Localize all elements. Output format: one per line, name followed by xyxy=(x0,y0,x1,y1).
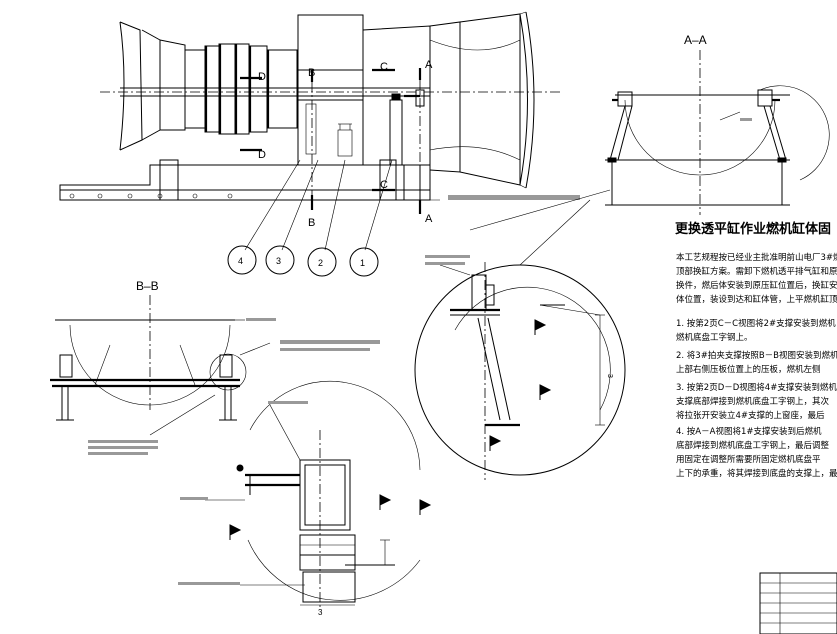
dimension-3: 3 xyxy=(318,608,323,617)
note-line: 用固定在调整所需要所固定燃机底盘平 xyxy=(676,454,821,465)
view-bb: B–B xyxy=(50,279,380,455)
svg-text:1: 1 xyxy=(360,258,365,268)
note-line: 2. 将3#拍夹支撑按照B－B视图安装到燃机 xyxy=(676,350,837,361)
weld-flag xyxy=(489,435,502,451)
weld-flag xyxy=(419,499,432,515)
section-mark-b-top: B xyxy=(308,67,315,79)
detail-d: 3 xyxy=(414,199,626,480)
detail-c: 3 xyxy=(178,380,432,617)
weld-flag xyxy=(379,494,392,510)
svg-text:2: 2 xyxy=(318,258,323,268)
section-mark-c-bottom: C xyxy=(380,179,388,191)
balloon-4 xyxy=(227,245,257,275)
dimension-3-vertical: 3 xyxy=(606,374,613,378)
view-aa: A–A xyxy=(469,33,830,231)
svg-text:4: 4 xyxy=(238,256,243,266)
note-line: 1. 按第2页C－C视图将2#支撑安装到燃机 xyxy=(676,318,836,329)
balloon-2 xyxy=(307,247,337,277)
weld-flag xyxy=(534,319,547,335)
note-line: 上部右侧压板位置上的压板，燃机左侧 xyxy=(676,364,821,375)
weld-flag xyxy=(229,524,242,540)
balloon-3 xyxy=(265,245,295,275)
note-line: 支撑底部焊接到燃机底盘工字钢上，其次 xyxy=(676,396,830,407)
note-line: 3. 按第2页D－D视图将4#支撑安装到燃机 xyxy=(676,382,837,393)
note-line: 顶部换缸方案。需卸下燃机透平排气缸和原排环 xyxy=(676,266,837,277)
drawing-title: 更换透平缸作业燃机缸体固 xyxy=(675,221,831,237)
note-line: 体位置，装设到达和缸体管，上平燃机缸顶起 xyxy=(676,294,837,305)
view-aa-title: A–A xyxy=(684,33,707,47)
part-balloons: 4 3 2 1 xyxy=(227,159,393,277)
note-line: 上下的承重，将其焊接到底盘的支撑上，最后 xyxy=(676,468,837,479)
note-line: 本工艺规程按已经业主批准明前山电厂3#燃机 xyxy=(676,252,837,263)
svg-text:3: 3 xyxy=(276,256,281,266)
note-line: 换件，燃后体安装到原压缸位置后，换缸安装 xyxy=(676,280,837,291)
main-side-view: D D B B C C A A xyxy=(59,11,580,229)
view-bb-title: B–B xyxy=(136,279,159,293)
section-mark-b-bottom: B xyxy=(308,217,315,229)
section-mark-d-top: D xyxy=(258,71,266,83)
section-mark-a-bottom: A xyxy=(425,213,433,225)
annotation-scribble xyxy=(448,195,580,200)
section-mark-d-bottom: D xyxy=(258,149,266,161)
note-line: 将拉张开安装立4#支撑的上窗座，最后 xyxy=(676,410,825,421)
title-block xyxy=(759,572,837,634)
section-mark-a-top: A xyxy=(425,59,433,71)
note-line: 4. 按A－A视图将1#支撑安装到后燃机 xyxy=(676,426,822,437)
note-line: 燃机底盘工字钢上。 xyxy=(676,332,753,343)
balloon-1 xyxy=(349,247,379,277)
notes-block: 更换透平缸作业燃机缸体固 本工艺规程按已经业主批准明前山电厂3#燃机 顶部换缸方… xyxy=(675,221,837,479)
section-mark-c-top: C xyxy=(380,61,388,73)
weld-flag xyxy=(539,384,552,400)
note-line: 底部焊接到燃机底盘工字钢上，最后调整 xyxy=(676,440,830,451)
